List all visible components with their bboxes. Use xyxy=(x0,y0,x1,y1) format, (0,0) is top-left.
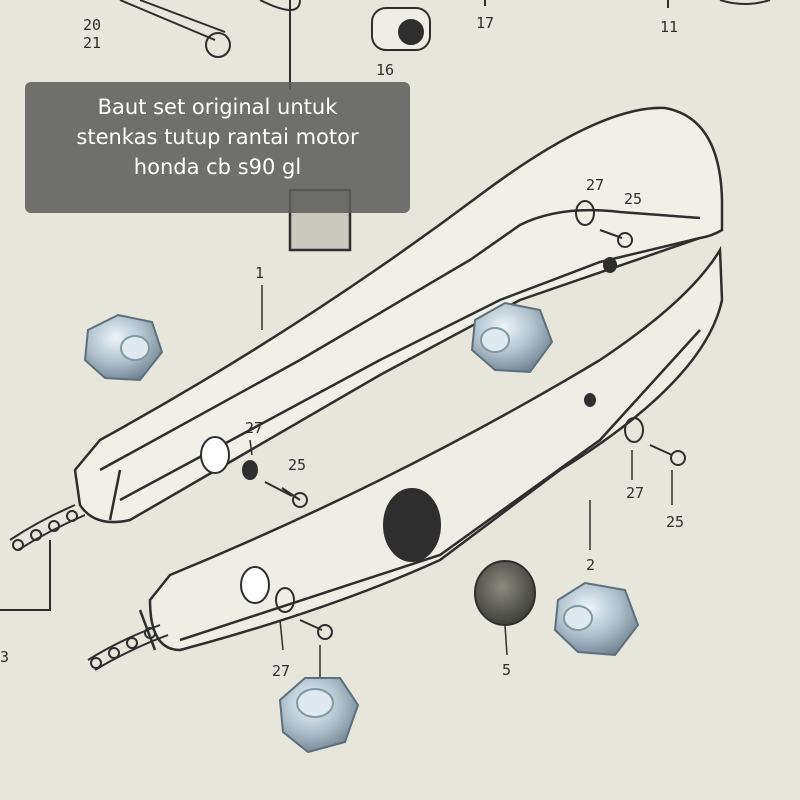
part-number: 2 xyxy=(586,556,595,574)
part-number: 21 xyxy=(83,34,101,52)
caption-line: honda cb s90 gl xyxy=(133,155,302,179)
lower-chain-case xyxy=(108,245,724,652)
part-number: 27 xyxy=(586,176,604,194)
part-number: 27 xyxy=(626,484,644,502)
part-number: 25 xyxy=(288,456,306,474)
hex-bolt-left xyxy=(83,313,164,382)
diagram-fasteners xyxy=(200,200,686,640)
part-number: 25 xyxy=(624,190,642,208)
part-number: 3 xyxy=(0,648,9,666)
part-number: 20 xyxy=(83,16,101,34)
part-number: 1 xyxy=(255,264,264,282)
part-number: 11 xyxy=(660,18,678,36)
part-number-labels: 20 21 17 11 16 1 27 25 27 25 27 25 2 27 … xyxy=(0,14,684,680)
part-number: 5 xyxy=(502,661,511,679)
leader-lines xyxy=(249,285,673,680)
part-number: 25 xyxy=(666,513,684,531)
caption-line: stenkas tutup rantai motor xyxy=(76,125,359,149)
chain-drawing xyxy=(0,504,169,671)
cap-part-5 xyxy=(474,560,536,626)
hex-bolt-bottom xyxy=(278,677,360,754)
part-number: 27 xyxy=(245,419,263,437)
top-parts-drawing xyxy=(119,0,771,90)
part-number: 27 xyxy=(272,662,290,680)
part-number: 16 xyxy=(376,61,394,79)
hex-bolt-center xyxy=(470,301,554,374)
product-caption: Baut set original untuk stenkas tutup ra… xyxy=(25,82,410,213)
part-number: 17 xyxy=(476,14,494,32)
caption-line: Baut set original untuk xyxy=(97,95,338,119)
hex-bolt-right xyxy=(553,581,640,657)
